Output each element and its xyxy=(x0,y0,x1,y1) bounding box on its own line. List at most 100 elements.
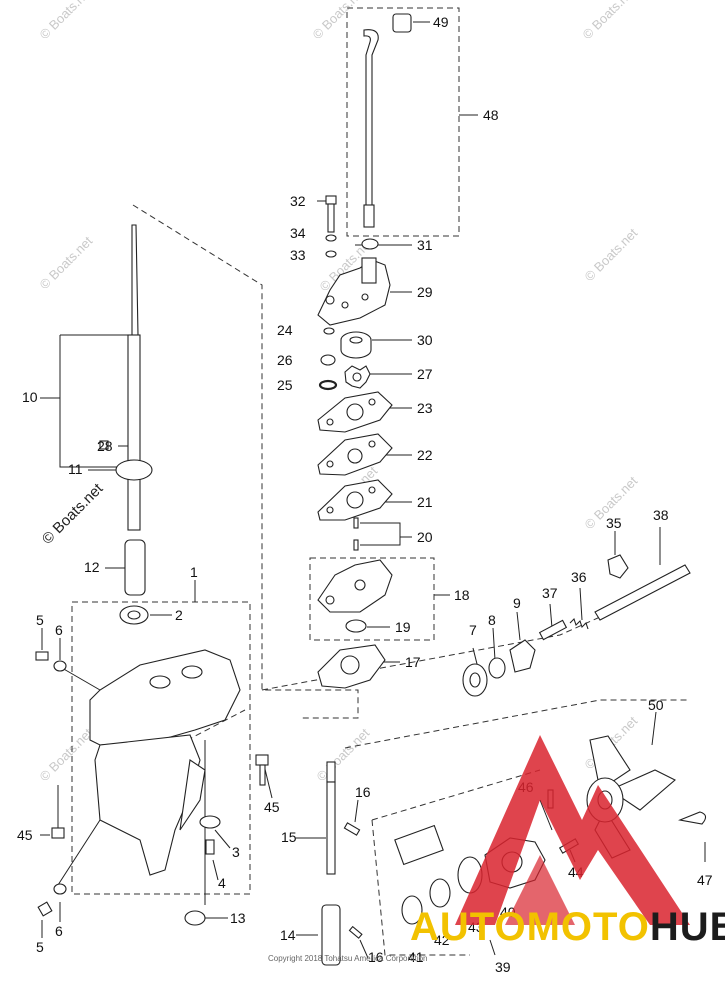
watermark: © Boats.net xyxy=(37,0,96,42)
part-label: 5 xyxy=(36,939,44,955)
part-48-tube xyxy=(363,204,375,228)
part-50-blade xyxy=(589,735,631,791)
part-3-washer xyxy=(199,815,221,829)
part-label: 27 xyxy=(417,366,433,382)
part-29-pump-housing xyxy=(317,259,391,326)
part-label: 15 xyxy=(281,829,297,845)
part-38-propeller-shaft xyxy=(594,564,691,621)
box-shaft-right xyxy=(261,607,621,691)
part-label: 25 xyxy=(277,377,293,393)
assembly-boxes xyxy=(71,7,690,956)
part-label: 5 xyxy=(36,612,44,628)
part-label: 3 xyxy=(232,844,240,860)
watermark: © Boats.net xyxy=(310,0,369,42)
copyright-text: Copyright 2018 Tohatsu America Corporati… xyxy=(268,954,428,963)
part-45-bolt xyxy=(255,754,269,766)
part-label: 28 xyxy=(97,438,113,454)
watermark-bold: © Boats.net xyxy=(39,480,107,548)
part-label: 45 xyxy=(17,827,33,843)
part-45-shank xyxy=(259,764,266,786)
part-label: 23 xyxy=(417,400,433,416)
part-label: 10 xyxy=(22,389,38,405)
part-13-anode xyxy=(184,910,206,926)
part-label: 50 xyxy=(648,697,664,713)
part-label: 8 xyxy=(488,612,496,628)
watermark: © Boats.net xyxy=(314,725,373,784)
part-5-bolt xyxy=(37,901,53,917)
part-37-pin xyxy=(538,619,568,641)
box-39-left xyxy=(371,819,470,956)
part-6-washer xyxy=(53,883,67,895)
part-6-washer xyxy=(53,660,67,672)
part-label: 33 xyxy=(290,247,306,263)
part-label: 20 xyxy=(417,529,433,545)
box-shaft-outline xyxy=(132,204,359,719)
watermark: © Boats.net xyxy=(37,725,96,784)
part-12-sleeve xyxy=(124,539,146,596)
part-label: 39 xyxy=(495,959,511,975)
part-label: 6 xyxy=(55,622,63,638)
logo-watermark: AUTOMOTOHUB xyxy=(410,735,725,949)
part-10-shaft-top xyxy=(131,224,139,336)
part-42-seal xyxy=(429,878,451,908)
part-39-pin-set xyxy=(394,824,444,866)
part-label: 35 xyxy=(606,515,622,531)
part-48-rod xyxy=(363,29,379,211)
part-33-washer xyxy=(325,250,337,258)
part-label: 12 xyxy=(84,559,100,575)
part-label: 47 xyxy=(697,872,713,888)
part-label: 17 xyxy=(405,654,421,670)
part-label: 11 xyxy=(68,461,83,477)
part-1-gearcase-body xyxy=(94,734,201,876)
part-4-bolt xyxy=(205,839,215,855)
part-label: 7 xyxy=(469,622,477,638)
part-label: 14 xyxy=(280,927,296,943)
part-label: 6 xyxy=(55,923,63,939)
part-label: 2 xyxy=(175,607,183,623)
part-24-oring xyxy=(323,327,335,335)
part-49-clip xyxy=(392,13,412,33)
part-45-bolt xyxy=(51,827,65,839)
part-10-drive-shaft xyxy=(127,334,141,531)
part-31-grommet xyxy=(361,238,379,250)
part-label: 19 xyxy=(395,619,411,635)
part-35-clutch xyxy=(607,554,629,579)
part-36-spring xyxy=(569,617,589,630)
part-26-seal xyxy=(320,354,336,366)
part-50-blade xyxy=(608,769,676,811)
part-label: 37 xyxy=(542,585,558,601)
logo-text: AUTOMOTOHUB xyxy=(410,905,725,949)
part-label: 48 xyxy=(483,107,499,123)
part-label: 18 xyxy=(454,587,470,603)
part-label: 22 xyxy=(417,447,433,463)
part-label: 16 xyxy=(355,784,371,800)
part-label: 36 xyxy=(571,569,587,585)
part-label: 32 xyxy=(290,193,306,209)
logo-triangle-red xyxy=(455,735,690,925)
part-11-bushing xyxy=(115,459,153,481)
part-label: 45 xyxy=(264,799,280,815)
part-25-ring xyxy=(318,379,338,391)
part-41-bearing xyxy=(401,895,423,925)
part-label: 38 xyxy=(653,507,669,523)
part-28-pin xyxy=(99,440,109,450)
logo-triangle-inner xyxy=(505,855,575,925)
part-16-pin xyxy=(348,925,363,939)
box-1 xyxy=(71,601,251,895)
part-label: 13 xyxy=(230,910,246,926)
part-label: 49 xyxy=(433,14,449,30)
part-labels: 1 2 3 4 5 6 10 11 12 13 14 15 16 17 18 1… xyxy=(17,14,713,975)
part-label: 9 xyxy=(513,595,521,611)
part-label: 4 xyxy=(218,875,226,891)
part-32-shank xyxy=(327,203,335,233)
part-19-seal xyxy=(345,619,367,633)
part-15-shift-rod xyxy=(326,781,336,875)
part-14-shift-rod xyxy=(321,904,341,966)
part-20-pin xyxy=(353,517,359,529)
part-1-gearcase-top xyxy=(89,649,241,746)
part-label: 41 xyxy=(408,949,424,965)
box-48 xyxy=(346,7,460,237)
part-label: 16 xyxy=(368,949,384,965)
part-label: 29 xyxy=(417,284,433,300)
